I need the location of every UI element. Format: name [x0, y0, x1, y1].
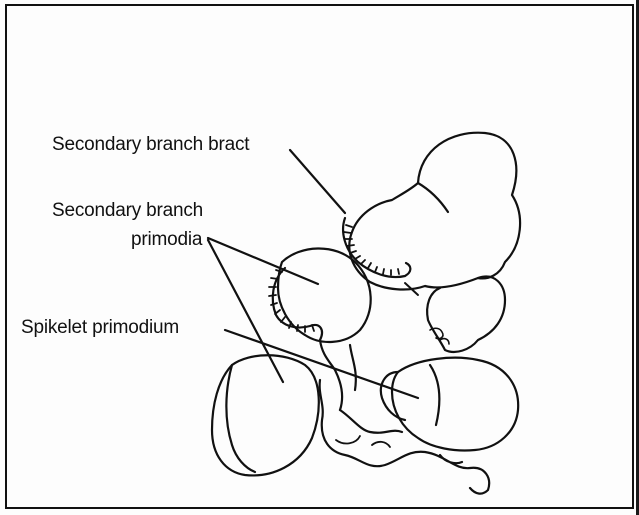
secondary-branch-primordium — [278, 248, 371, 341]
label-spikelet-primodium: Spikelet primodium — [21, 317, 179, 339]
leader-spikelet — [225, 330, 418, 398]
spikelet-primordium — [392, 358, 518, 451]
label-secondary-branch-primodia-line2: primodia — [131, 229, 202, 251]
main-axis — [427, 277, 505, 352]
leader-primodia-a — [208, 238, 318, 284]
label-secondary-branch-primodia-line1: Secondary branch — [52, 200, 203, 222]
leader-bract — [290, 150, 345, 213]
label-secondary-branch-bract: Secondary branch bract — [52, 134, 249, 156]
apical-primordium — [349, 133, 520, 290]
leader-primodia-b — [208, 240, 283, 382]
lower-left-primordium — [212, 355, 319, 475]
basal-structures — [320, 380, 489, 494]
